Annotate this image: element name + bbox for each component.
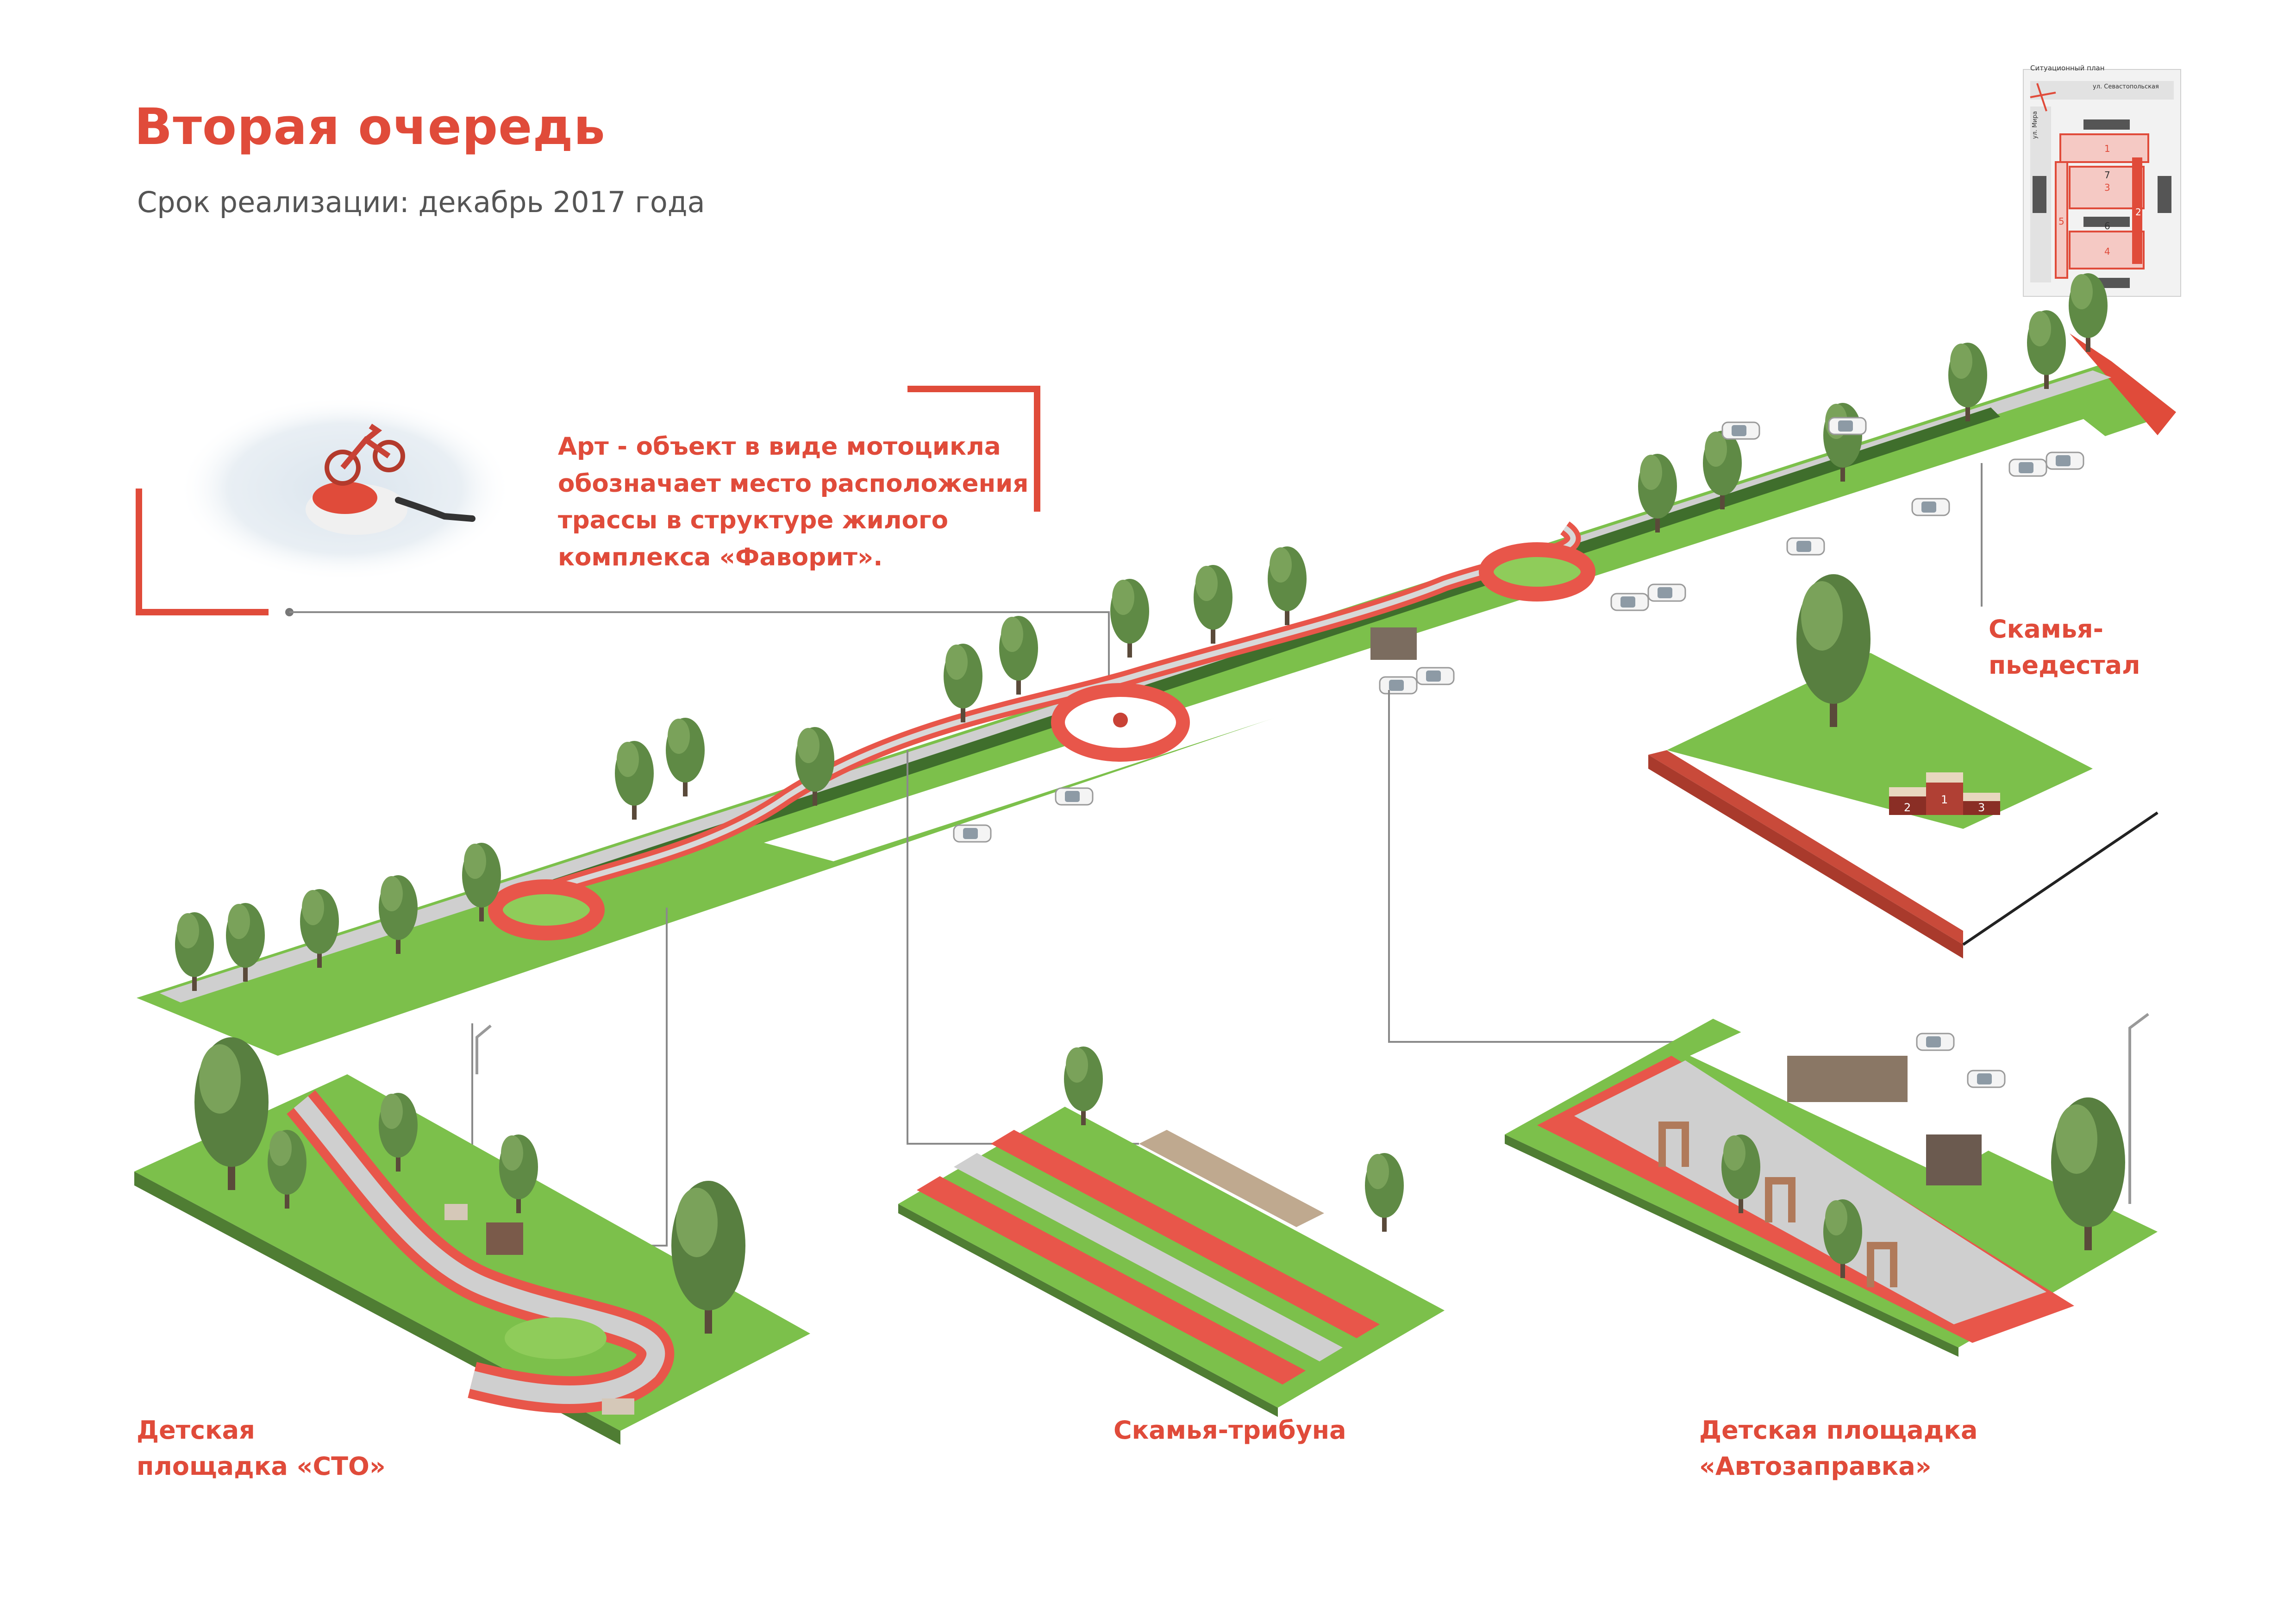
playground-gas-detail [1505,1013,2158,1357]
playground-sto-label: Детская площадка «СТО» [137,1416,386,1481]
podium-place-1: 1 [1941,793,1948,806]
main-track-strip [137,333,2176,1056]
site-plan-map [2023,69,2181,297]
bench-pedestal-detail [1648,574,2158,959]
bench-pedestal-label: Скамья- пьедестал [1989,614,2140,680]
art-object-callout [136,386,1110,706]
art-object-description: Арт - объект в виде мотоцикла обозначает… [558,432,1029,571]
site-plan-street-top: ул. Севастопольская [2093,83,2159,90]
corner-bracket-bottom-left [136,489,269,615]
podium-icon [1889,772,2000,815]
bench-tribune-detail [898,1046,1445,1417]
bench-tribune-label: Скамья-трибуна [1114,1416,1346,1445]
page-subtitle: Срок реализации: декабрь 2017 года [137,185,705,219]
site-plan-zone-label: 6 [2104,220,2110,232]
site-plan-zone-label: 1 [2104,143,2110,154]
site-plan-zone-label: 5 [2058,216,2065,227]
playground-gas-label: Детская площадка «Автозаправка» [1699,1416,1978,1481]
podium-place-2: 2 [1904,801,1911,814]
leader-line [289,611,1110,706]
site-plan-zone-label: 3 [2104,182,2110,193]
corner-bracket-top-right [907,386,1040,512]
playground-sto-detail [134,1024,810,1445]
site-plan-zone-label: 2 [2135,207,2141,218]
podium-place-3: 3 [1978,801,1985,814]
site-plan-zone-label: 4 [2104,246,2110,257]
site-plan-street-left: ул. Мира [2032,111,2039,139]
motorcycle-icon [325,424,475,522]
site-plan-caption: Ситуационный план [2030,64,2105,72]
site-plan-zone-label: 7 [2104,169,2110,181]
page-title: Вторая очередь [134,98,606,156]
